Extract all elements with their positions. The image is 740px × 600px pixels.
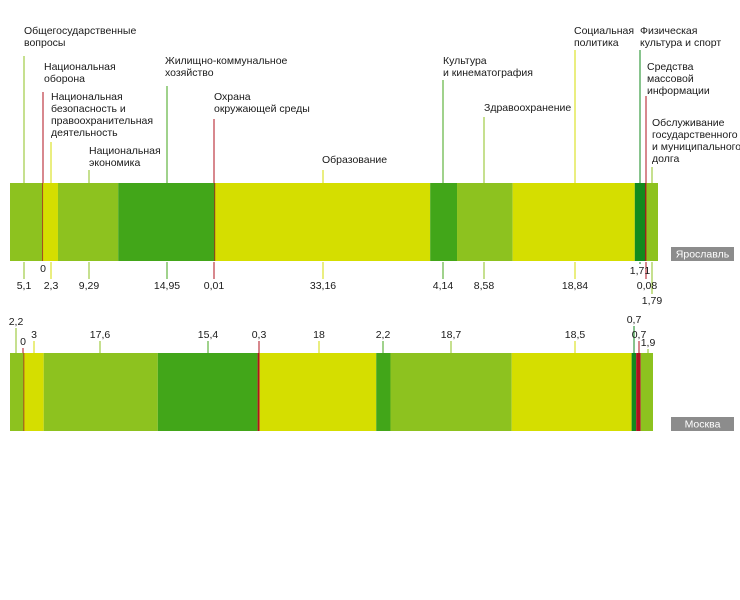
bar-segment-1-9: [457, 183, 513, 261]
bar-segment-1-7: [215, 183, 431, 261]
bar-segment-2-13: [640, 353, 653, 431]
value-label-2-10: 18,5: [565, 329, 586, 341]
value-label-1-10: 18,84: [562, 280, 588, 292]
value-label-1-12: 0,08: [637, 280, 658, 292]
stacked-bars: [10, 183, 658, 431]
value-label-2-4: 17,6: [90, 329, 111, 341]
bar-segment-2-12: [636, 353, 641, 431]
value-label-1-8: 4,14: [433, 280, 454, 292]
value-label-2-1: 2,2: [9, 316, 24, 328]
value-label-1-5: 14,95: [154, 280, 180, 292]
bar-segment-1-11: [634, 183, 646, 261]
value-label-2-2: 0: [20, 336, 26, 348]
bar-segment-2-11: [631, 353, 637, 431]
bar-segment-2-3: [24, 353, 44, 431]
value-label-2-12: 0,7: [632, 329, 647, 341]
value-label-1-6: 0,01: [204, 280, 225, 292]
value-label-2-6: 0,3: [252, 329, 267, 341]
value-label-1-2: 0: [40, 263, 46, 275]
bar-segment-1-12: [645, 183, 647, 261]
bar-segment-1-13: [646, 183, 658, 261]
bar-segment-1-3: [43, 183, 58, 261]
bar-segment-1-5: [118, 183, 216, 261]
bar-segment-2-2: [23, 353, 25, 431]
value-label-2-3: 3: [31, 329, 37, 341]
guide-lines: [15, 50, 653, 353]
value-label-2-5: 15,4: [198, 329, 219, 341]
value-labels: 5,1 0 2,3 9,29 14,95 0,01 33,16 4,14 8,58 18,84 1,…: [9, 263, 663, 349]
value-label-2-8: 2,2: [376, 329, 391, 341]
value-label-1-13: 1,79: [642, 295, 663, 307]
value-label-1-4: 9,29: [79, 280, 100, 292]
bar-segment-1-6: [214, 183, 216, 261]
value-label-1-1: 5,1: [17, 280, 32, 292]
bar-segment-2-8: [376, 353, 391, 431]
value-label-2-13: 1,9: [641, 337, 656, 349]
bar-segment-2-5: [157, 353, 258, 431]
category-label-9: Здравоохранение: [484, 102, 571, 114]
city-label-2: Москва: [685, 419, 721, 431]
bar-segment-1-4: [57, 183, 119, 261]
value-label-2-11: 0,7: [627, 314, 642, 326]
category-label-7: Образование: [322, 154, 387, 166]
value-label-1-9: 8,58: [474, 280, 495, 292]
bar-segment-2-9: [390, 353, 512, 431]
city-badge-bg-2: [671, 417, 734, 431]
bar-segment-1-8: [430, 183, 458, 261]
value-label-1-7: 33,16: [310, 280, 336, 292]
bar-segment-2-4: [43, 353, 158, 431]
value-label-1-11: 1,71: [630, 265, 651, 277]
bar-segment-2-1: [10, 353, 25, 431]
bar-segment-2-7: [259, 353, 377, 431]
city-label-1: Ярославль: [676, 249, 730, 261]
bar-segment-2-6: [257, 353, 260, 431]
city-badge-bg-1: [671, 247, 734, 261]
value-label-1-3: 2,3: [44, 280, 59, 292]
value-label-2-7: 18: [313, 329, 325, 341]
bar-segment-2-10: [511, 353, 632, 431]
bar-segment-1-10: [512, 183, 635, 261]
bar-segment-1-1: [10, 183, 44, 261]
value-label-2-9: 18,7: [441, 329, 462, 341]
